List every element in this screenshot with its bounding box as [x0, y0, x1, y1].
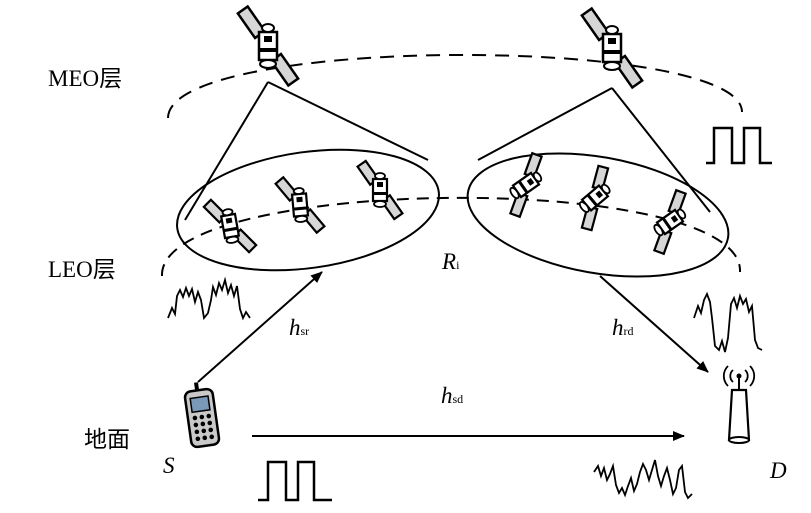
link-arrow-sr: [197, 271, 323, 383]
noisy-signal-icon: [167, 276, 251, 321]
leo-orbit-arc: [160, 196, 742, 277]
antenna-tower-icon: [722, 365, 756, 444]
satellite-icon: [632, 185, 708, 259]
square-wave-signal-icon: [258, 460, 332, 502]
satellite-icon: [274, 172, 326, 238]
meo-right-beam-line: [611, 87, 711, 213]
meo-orbit-arc: [167, 54, 743, 119]
link-label-sd: hsd: [441, 383, 464, 408]
ground-layer-label: 地面: [84, 427, 130, 452]
link-label-sr: hsr: [289, 315, 310, 340]
satellite-icon: [201, 192, 259, 260]
square-wave-signal-icon: [706, 126, 772, 165]
relay-node-label: Ri: [442, 249, 460, 274]
noisy-signal-icon: [693, 291, 763, 353]
satellite-icon: [580, 7, 644, 89]
leo-layer-label: LEO层: [48, 257, 116, 282]
mobile-phone-icon: [183, 382, 221, 449]
link-arrow-rd: [599, 275, 709, 373]
meo-layer-label: MEO层: [48, 66, 123, 91]
meo-right-beam-line: [477, 87, 613, 161]
noisy-signal-icon: [593, 459, 693, 500]
satellite-icon: [356, 159, 404, 221]
satellite-icon: [488, 148, 564, 222]
leo-cluster-left-ellipse: [176, 148, 440, 272]
source-node-label: S: [163, 453, 175, 478]
destination-node-label: D: [770, 458, 787, 483]
leo-cluster-right-ellipse: [466, 152, 730, 278]
satellite-icon: [557, 161, 633, 235]
meo-left-beam-line: [184, 81, 269, 221]
link-label-rd: hrd: [612, 315, 634, 340]
meo-left-beam-line: [267, 81, 429, 161]
